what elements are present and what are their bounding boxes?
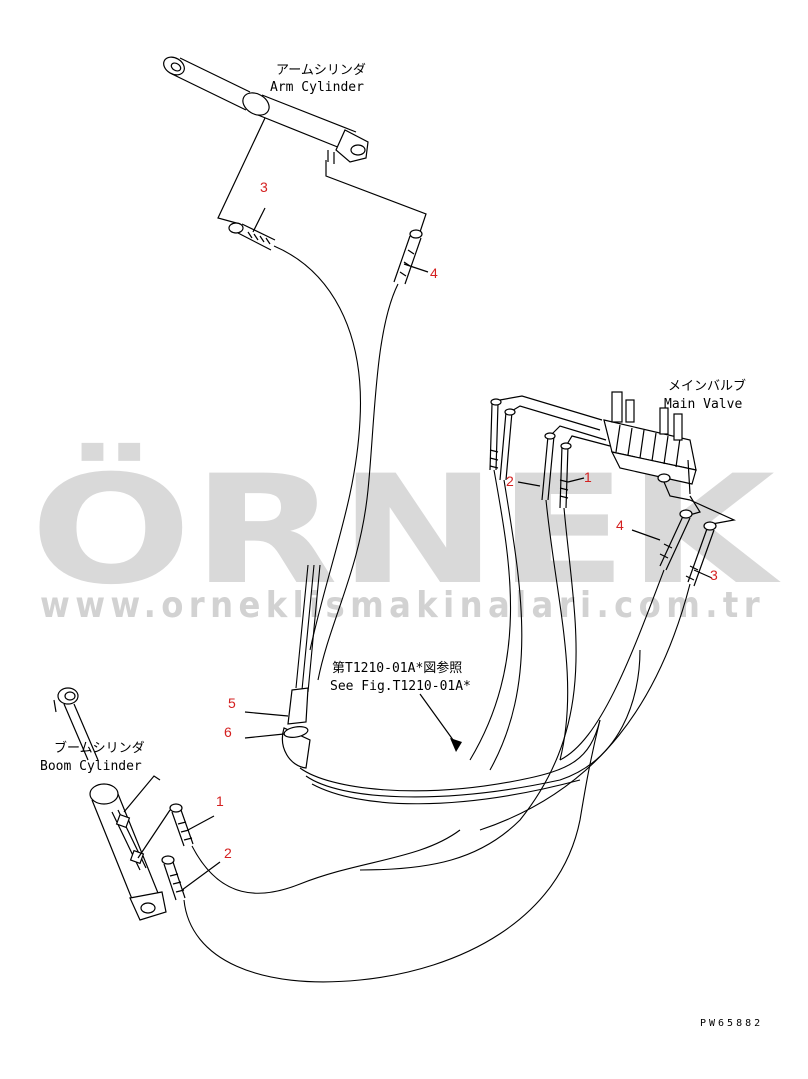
callout-6: 6 <box>224 724 232 740</box>
main-valve-label-en: Main Valve <box>664 397 742 412</box>
boom-cylinder-label-jp: ブームシリンダ <box>54 740 145 756</box>
reference-label-jp: 第T1210-01A*図参照 <box>332 660 462 676</box>
arm-cylinder-label-jp: アームシリンダ <box>276 63 366 78</box>
callout-3-top: 3 <box>260 179 268 195</box>
hose-fitting-1-bottom <box>169 803 215 847</box>
hose-fitting-3-top <box>228 207 276 251</box>
boom-cylinder <box>53 687 167 921</box>
boom-cylinder-label-en: Boom Cylinder <box>40 759 142 774</box>
callout-4-top: 4 <box>430 265 438 281</box>
main-valve-label-jp: メインバルブ <box>668 378 746 394</box>
callout-5: 5 <box>228 695 236 711</box>
callout-1-bottom: 1 <box>216 793 224 809</box>
hose-fitting-4-top <box>393 229 429 285</box>
callout-2-bottom: 2 <box>224 845 232 861</box>
main-valve <box>603 391 697 501</box>
callout-1-right: 1 <box>584 469 592 485</box>
callout-2-right: 2 <box>506 473 514 489</box>
watermark-url: www.orneklismakinalari.com.tr <box>40 585 765 626</box>
callout-3-right: 3 <box>710 567 718 583</box>
arm-cylinder <box>163 56 369 164</box>
callout-4-right: 4 <box>616 517 624 533</box>
reference-label-en: See Fig.T1210-01A* <box>330 679 471 694</box>
drawing-code: PW65882 <box>700 1018 763 1029</box>
arm-cylinder-label-en: Arm Cylinder <box>270 80 364 95</box>
hose-fittings-right <box>489 398 717 587</box>
hose-fitting-2-bottom <box>161 855 221 901</box>
hose-protector <box>281 687 311 769</box>
